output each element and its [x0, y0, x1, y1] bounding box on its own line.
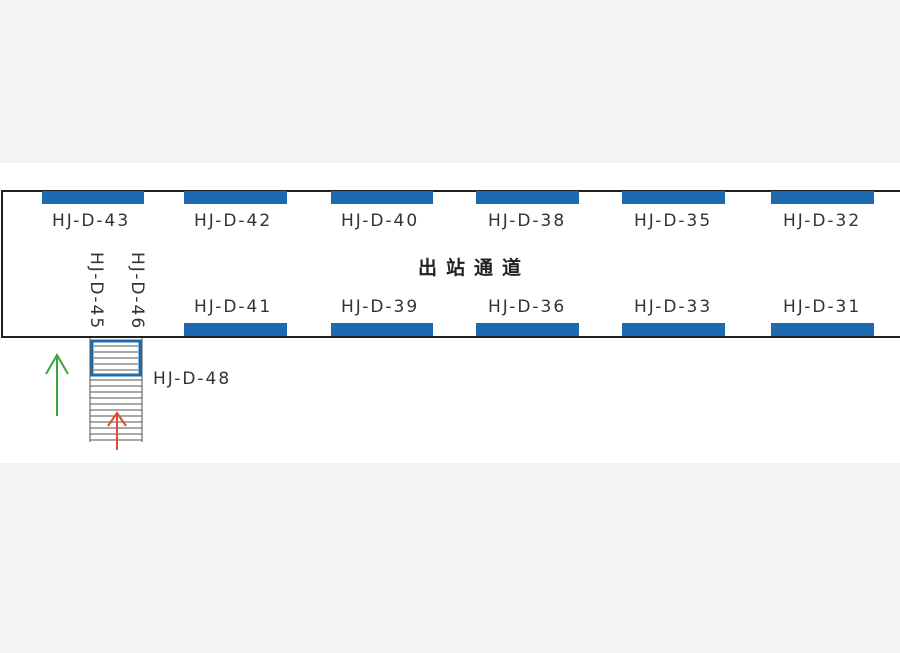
label-top-2: HJ-D-42 [194, 211, 273, 231]
slot-top-2 [184, 191, 287, 204]
diagram-band [0, 163, 900, 463]
label-top-4: HJ-D-38 [488, 211, 567, 231]
slot-bottom-4 [622, 323, 725, 336]
slot-bottom-2 [331, 323, 433, 336]
slot-top-4 [476, 191, 579, 204]
label-vertical-45: HJ-D-45 [86, 252, 106, 331]
corridor-title: 出站通道 [418, 257, 531, 279]
slot-top-3 [331, 191, 433, 204]
label-top-1: HJ-D-43 [52, 211, 131, 231]
label-top-6: HJ-D-32 [783, 211, 862, 231]
label-top-5: HJ-D-35 [634, 211, 713, 231]
label-bottom-4: HJ-D-33 [634, 297, 713, 317]
stair-label: HJ-D-48 [153, 369, 232, 389]
label-bottom-2: HJ-D-39 [341, 297, 420, 317]
slot-bottom-3 [476, 323, 579, 336]
slot-bottom-1 [184, 323, 287, 336]
green-up-arrow-icon [45, 353, 69, 416]
label-bottom-3: HJ-D-36 [488, 297, 567, 317]
exit-corridor [1, 190, 900, 338]
slot-top-1 [42, 191, 144, 204]
slot-bottom-5 [771, 323, 874, 336]
slot-top-6 [771, 191, 874, 204]
label-vertical-46: HJ-D-46 [127, 252, 147, 331]
label-bottom-5: HJ-D-31 [783, 297, 862, 317]
red-up-arrow-icon [107, 411, 127, 450]
label-top-3: HJ-D-40 [341, 211, 420, 231]
label-bottom-1: HJ-D-41 [194, 297, 273, 317]
slot-top-5 [622, 191, 725, 204]
